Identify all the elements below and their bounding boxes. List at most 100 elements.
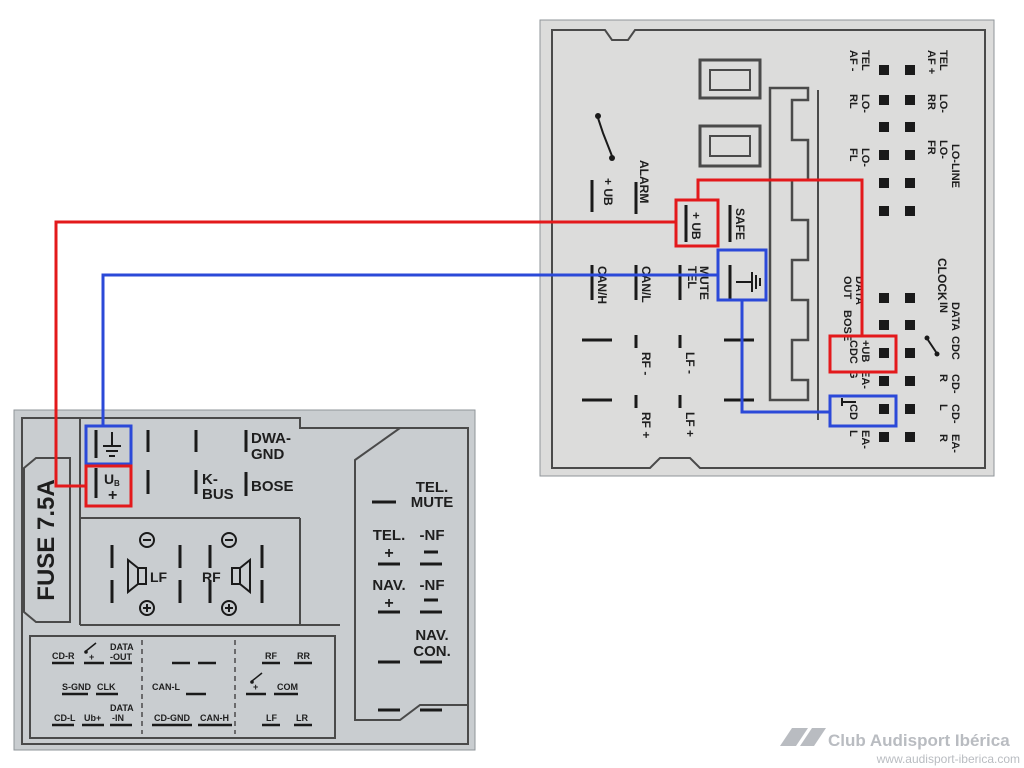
small-s-gnd: S-GND: [62, 682, 92, 692]
right-block-outline: [354, 427, 469, 721]
switch-icon: [85, 642, 97, 652]
dwa-gnd-label-2: GND: [251, 446, 285, 463]
left-nf-minus-label-1: -NF: [420, 527, 445, 544]
pin: [905, 150, 915, 160]
cdc-label: CDC: [949, 336, 961, 360]
ea-l-2: L: [847, 430, 859, 437]
cd-r-2: R: [937, 374, 949, 382]
left-tel-label: TEL.: [373, 527, 406, 544]
left-ground-highlight: [84, 424, 133, 466]
small-pin-grid: [879, 65, 915, 442]
pin: [879, 95, 889, 105]
fuse-label: FUSE 7.5A: [33, 479, 60, 600]
right-can-l-label: CAN/L: [639, 266, 653, 303]
lo-fl-1: LO-: [859, 148, 871, 167]
switch-icon: [927, 339, 937, 353]
watermark: Club Audisport Ibérica www.audisport-ibe…: [780, 728, 1020, 766]
left-nav-plus: +: [384, 595, 393, 612]
right-safe-label: SAFE: [733, 208, 747, 240]
left-panel-background: [13, 409, 476, 751]
right-panel-outline: [551, 29, 986, 469]
clock-label: CLOCK: [935, 258, 949, 301]
right-connector-panel: + UB ALARM + UB SAFE CAN/H CAN/L TEL MUT…: [539, 19, 995, 477]
latch-lower: [698, 124, 762, 168]
cd-l-2: L: [937, 404, 949, 411]
right-tel-label: TEL: [685, 266, 699, 289]
pin: [905, 320, 915, 330]
right-rf-plus-label: RF +: [639, 412, 653, 438]
lo-fl-2: FL: [847, 148, 859, 162]
right-panel-background: [539, 19, 995, 477]
tel-af-minus-1: TEL: [859, 50, 871, 71]
small-cd-r: CD-R: [52, 651, 75, 661]
small-data-in-1: DATA: [110, 703, 134, 713]
pin: [905, 404, 915, 414]
plus-icon: [221, 600, 237, 616]
ground-wire-left: [101, 273, 718, 426]
pin: [905, 178, 915, 188]
cd-r-1: CD-: [949, 374, 961, 394]
small-com: COM: [277, 682, 298, 692]
pin: [879, 293, 889, 303]
small-cd-gnd: CD-GND: [154, 713, 190, 723]
right-switch-ub-label: + UB: [601, 178, 615, 206]
pin: [905, 122, 915, 132]
right-bose-label: BOSE: [841, 310, 853, 341]
small-pin-block-outline: [29, 635, 336, 739]
power-wire-left: [54, 220, 676, 488]
k-bus-label-2: BUS: [202, 486, 234, 503]
lo-fr-2: FR: [925, 140, 937, 155]
speaker-icon: [137, 567, 147, 585]
lo-rl-2: RL: [847, 94, 859, 109]
right-alarm-label: ALARM: [637, 160, 651, 203]
pin: [905, 293, 915, 303]
minus-icon: [221, 532, 237, 548]
left-ub-plus: +: [108, 487, 117, 504]
left-nav-con-label-2: CON.: [413, 643, 451, 660]
cd-ground-terminal: CD: [841, 398, 859, 420]
lo-rl-1: LO-: [859, 94, 871, 113]
left-tel-mute-label-2: MUTE: [411, 494, 454, 511]
pin: [879, 122, 889, 132]
ea-g-1: EA-: [859, 370, 871, 389]
tel-af-plus-2: AF +: [925, 50, 937, 74]
left-ground-terminal: [94, 430, 121, 458]
logo-icon: [780, 728, 808, 746]
pin: [905, 348, 915, 358]
lo-rr-2: RR: [925, 94, 937, 110]
pin: [879, 432, 889, 442]
plus-icon: [139, 600, 155, 616]
pin: [879, 178, 889, 188]
small-switch-plus: +: [89, 652, 94, 662]
lf-speaker-group: LF: [110, 532, 182, 616]
right-lf-minus-label: LF -: [683, 352, 697, 374]
latch-upper: [698, 58, 762, 100]
switch-icon: [251, 672, 263, 682]
k-bus-label-1: K-: [202, 471, 218, 488]
ub-cdc-2: CDC: [847, 340, 859, 364]
data-in-2: IN: [937, 302, 949, 313]
pin: [879, 150, 889, 160]
data-out-2: OUT: [841, 276, 853, 300]
lf-label: LF: [150, 569, 168, 585]
right-mute-label: MUTE: [697, 266, 711, 300]
minus-icon: [139, 532, 155, 548]
rf-speaker-group: RF: [202, 532, 264, 616]
pin: [905, 95, 915, 105]
small-clk: CLK: [97, 682, 116, 692]
pin: [879, 206, 889, 216]
small-can-l: CAN-L: [152, 682, 180, 692]
watermark-url: www.audisport-iberica.com: [876, 752, 1020, 766]
pin: [879, 348, 889, 358]
ea-r-2: R: [937, 434, 949, 442]
small-can-h: CAN-H: [200, 713, 229, 723]
switch-ub-pin: + UB: [590, 113, 615, 212]
left-connector-panel: FUSE 7.5A DWA- GND U B + K- BUS BOSE: [13, 409, 476, 751]
cd-ground-label: CD: [847, 404, 859, 420]
small-data-out-2: -OUT: [110, 652, 132, 662]
pin: [879, 65, 889, 75]
right-ground-terminal: [728, 265, 761, 300]
pin: [879, 376, 889, 386]
pin: [879, 320, 889, 330]
